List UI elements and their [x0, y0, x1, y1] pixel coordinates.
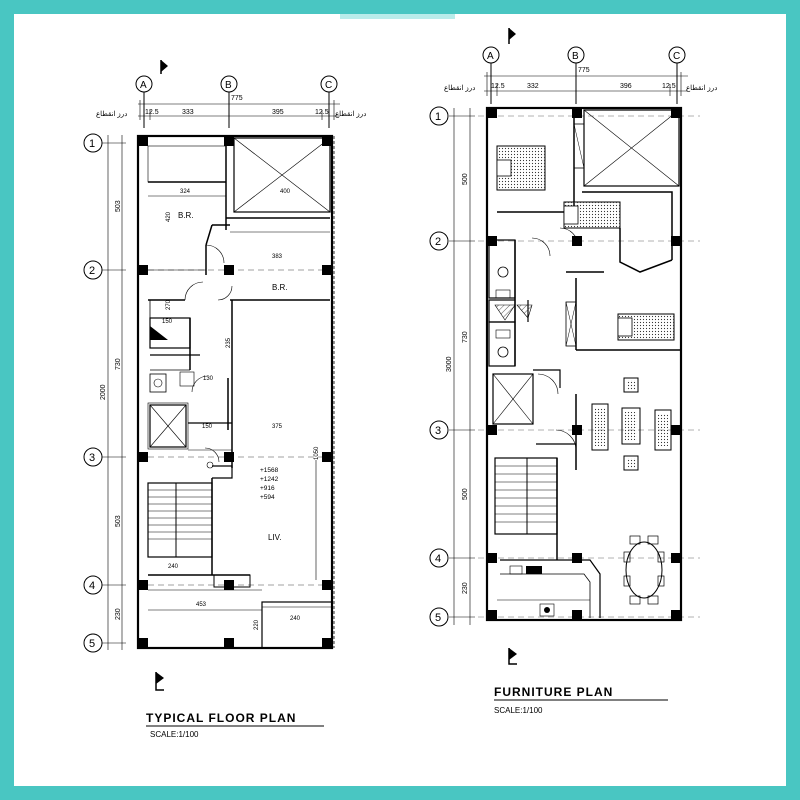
- room-label-bedroom-1: B.R.: [178, 211, 194, 220]
- dim-240b: 240: [290, 616, 301, 622]
- typical-floor-plan: A B C 775 12.5 333 395 12.5 درز انقطاع د…: [83, 60, 366, 691]
- furn-top-dim-2: 332: [527, 83, 539, 90]
- grid-row-label-2: 2: [89, 265, 95, 277]
- dim-375: 375: [272, 424, 283, 430]
- furn-top-total: 775: [578, 67, 590, 74]
- furn-left-dim-4: 230: [462, 582, 469, 594]
- furn-grid-row-2: 2: [435, 236, 441, 248]
- dim-383: 383: [272, 254, 283, 260]
- furn-arabic-note-left: درز انقطاع: [444, 84, 475, 92]
- top-dim-3: 395: [272, 109, 284, 116]
- furn-top-dim-1: 12.5: [491, 83, 505, 90]
- dim-400: 400: [280, 189, 291, 195]
- furn-grid-col-c: C: [673, 51, 680, 62]
- grid-col-label-a: A: [140, 80, 147, 91]
- dim-324: 324: [180, 189, 191, 195]
- furn-grid-row-5: 5: [435, 612, 441, 624]
- level-3: +916: [260, 485, 275, 492]
- furn-grid-col-b: B: [572, 51, 579, 62]
- furniture-plan-scale: SCALE:1/100: [494, 706, 543, 715]
- left-total-dim: 2000: [100, 384, 107, 400]
- left-dim-3: 503: [115, 515, 122, 527]
- dim-150: 150: [162, 319, 173, 325]
- furniture-plan: A B C 775 12.5 332 396 12.5 درز انقطاع د…: [429, 28, 717, 665]
- furn-left-total: 3000: [446, 356, 453, 372]
- arabic-note-left: درز انقطاع: [96, 110, 127, 118]
- top-dim-1: 12.5: [145, 109, 159, 116]
- top-dim-4: 12.5: [315, 109, 329, 116]
- furn-top-dim-3: 396: [620, 83, 632, 90]
- top-total-dim: 775: [231, 95, 243, 102]
- level-2: +1242: [260, 476, 279, 483]
- dim-220: 220: [254, 619, 260, 630]
- room-label-bedroom-2: B.R.: [272, 283, 288, 292]
- grid-row-label-1: 1: [89, 138, 95, 150]
- grid-col-label-c: C: [325, 80, 332, 91]
- furn-top-dim-4: 12.5: [662, 83, 676, 90]
- level-4: +594: [260, 494, 275, 501]
- grid-row-label-5: 5: [89, 638, 95, 650]
- grid-col-label-b: B: [225, 80, 232, 91]
- arabic-note-right: درز انقطاع: [335, 110, 366, 118]
- typical-plan-scale: SCALE:1/100: [150, 730, 199, 739]
- dim-270: 270: [166, 299, 172, 310]
- dim-150b: 150: [202, 424, 213, 430]
- furn-left-dim-2: 730: [462, 331, 469, 343]
- furn-grid-row-1: 1: [435, 111, 441, 123]
- dim-453: 453: [196, 602, 207, 608]
- left-dim-2: 730: [115, 358, 122, 370]
- grid-row-label-3: 3: [89, 452, 95, 464]
- top-dim-2: 333: [182, 109, 194, 116]
- furniture-plan-title: FURNITURE PLAN: [494, 685, 613, 699]
- furn-left-dim-3: 500: [462, 488, 469, 500]
- dim-420: 420: [166, 211, 172, 222]
- dim-1050: 1050: [314, 446, 320, 460]
- dim-240: 240: [168, 564, 179, 570]
- furn-grid-col-a: A: [487, 51, 494, 62]
- grid-col-bubbles: [135, 75, 338, 128]
- typical-plan-title: TYPICAL FLOOR PLAN: [146, 711, 296, 725]
- furn-grid-row-3: 3: [435, 425, 441, 437]
- dim-235: 235: [226, 337, 232, 348]
- room-label-living: LIV.: [268, 533, 282, 542]
- sheet-tab-accent: [340, 14, 455, 19]
- furn-grid-row-4: 4: [435, 553, 441, 565]
- left-dim-4: 230: [115, 608, 122, 620]
- furn-arabic-note-right: درز انقطاع: [686, 84, 717, 92]
- level-1: +1568: [260, 467, 279, 474]
- dim-130: 130: [203, 376, 214, 382]
- furn-left-dim-1: 500: [462, 173, 469, 185]
- grid-row-label-4: 4: [89, 580, 95, 592]
- left-dim-1: 503: [115, 200, 122, 212]
